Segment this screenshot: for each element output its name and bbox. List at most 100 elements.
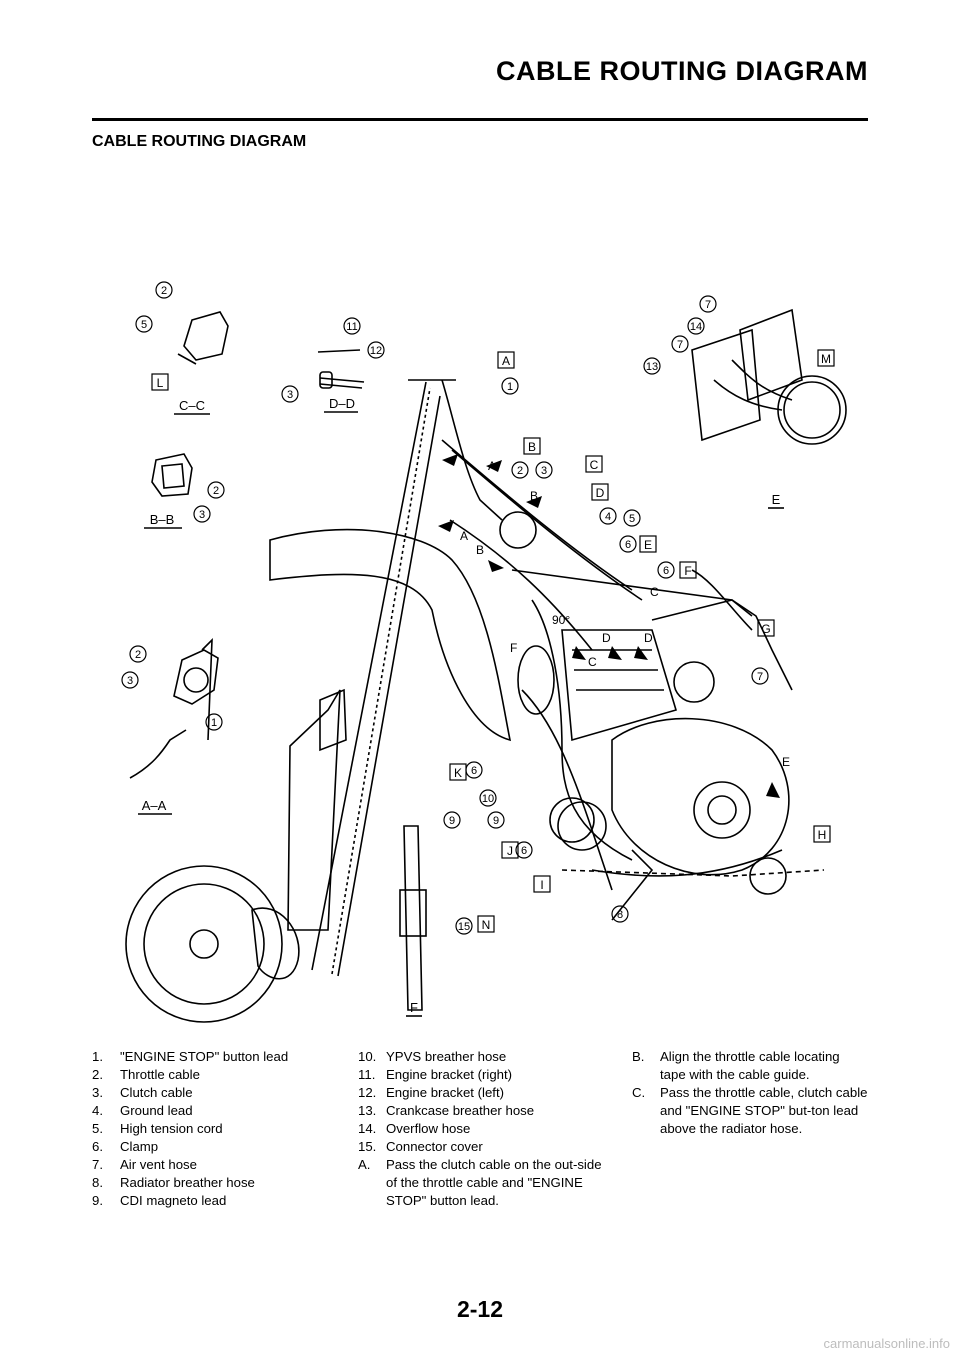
letter-label: N bbox=[482, 918, 491, 932]
letter-label: D bbox=[596, 486, 605, 500]
arrow-label: A bbox=[488, 459, 496, 473]
legend-item-number: 11. bbox=[358, 1067, 376, 1082]
arrow-label: B bbox=[476, 543, 484, 557]
svg-text:2: 2 bbox=[517, 465, 523, 477]
legend-item-text: Connector cover bbox=[386, 1139, 483, 1154]
svg-text:2: 2 bbox=[161, 285, 167, 297]
legend-item: 9.CDI magneto lead bbox=[92, 1192, 342, 1210]
letter-label: C bbox=[590, 458, 599, 472]
legend-item: 7. Air vent hose bbox=[92, 1156, 342, 1174]
svg-text:12: 12 bbox=[370, 345, 382, 357]
legend-item-number: A. bbox=[358, 1157, 371, 1172]
legend-item-number: 13. bbox=[358, 1103, 377, 1118]
svg-text:3: 3 bbox=[287, 389, 293, 401]
legend-item-number: 10. bbox=[358, 1049, 377, 1064]
legend-item-number: 9. bbox=[92, 1193, 103, 1208]
legend-item-number: 14. bbox=[358, 1121, 377, 1136]
svg-text:6: 6 bbox=[663, 565, 669, 577]
legend-item-text: Throttle cable bbox=[120, 1067, 200, 1082]
legend-item: 15. Connector cover bbox=[358, 1138, 606, 1156]
legend-item-number: C. bbox=[632, 1085, 646, 1100]
legend-item-number: 1. bbox=[92, 1049, 103, 1064]
legend-item-number: 12. bbox=[358, 1085, 377, 1100]
svg-text:6: 6 bbox=[471, 765, 477, 777]
legend-item-text: Engine bracket (left) bbox=[386, 1085, 505, 1100]
svg-text:5: 5 bbox=[629, 513, 635, 525]
legend-item-text: YPVS breather hose bbox=[386, 1049, 507, 1064]
legend-item-number: B. bbox=[632, 1049, 645, 1064]
letter-label: A bbox=[502, 354, 510, 368]
letter-label: K bbox=[454, 766, 462, 780]
legend-item-text: Engine bracket (right) bbox=[386, 1067, 513, 1082]
legend-item-number: 4. bbox=[92, 1103, 103, 1118]
svg-text:8: 8 bbox=[617, 909, 623, 921]
legend-item-text: Overflow hose bbox=[386, 1121, 471, 1136]
svg-text:13: 13 bbox=[646, 361, 658, 373]
throttle-housing-cc-shape bbox=[183, 311, 229, 361]
view-caption-aa: A–A bbox=[142, 798, 167, 813]
svg-text:2: 2 bbox=[135, 649, 141, 661]
legend-item-text: High tension cord bbox=[120, 1121, 223, 1136]
legend-item: 4. Ground lead bbox=[92, 1102, 342, 1120]
legend-item-text: Align the throttle cable locating tape w… bbox=[660, 1049, 840, 1082]
svg-text:7: 7 bbox=[677, 339, 683, 351]
arrow-label: E bbox=[782, 755, 790, 769]
letter-label: F bbox=[684, 564, 691, 578]
legend-item-number: 5. bbox=[92, 1121, 103, 1136]
svg-text:6: 6 bbox=[521, 845, 527, 857]
legend-item: A. Pass the clutch cable on the out-side … bbox=[358, 1156, 606, 1210]
page-number: 2-12 bbox=[456, 1296, 504, 1322]
letter-label: M bbox=[821, 352, 831, 366]
legend-item: 10. YPVS breather hose bbox=[358, 1048, 606, 1066]
letter-label: G bbox=[761, 622, 770, 636]
legend-item-text: Pass the throttle cable, clutch cable an… bbox=[660, 1085, 868, 1136]
legend-item-number: 7. bbox=[92, 1157, 103, 1172]
arrow-label: F bbox=[510, 641, 517, 655]
legend-item: 1. "ENGINE STOP" button lead bbox=[92, 1048, 342, 1066]
svg-text:9: 9 bbox=[493, 815, 499, 827]
letter-label: E bbox=[644, 538, 652, 552]
arrow-label: C bbox=[588, 655, 597, 669]
view-caption-cc: C–C bbox=[179, 398, 205, 413]
legend-item: 5. High tension cord bbox=[92, 1120, 342, 1138]
legend-column-3: B. Align the throttle cable locating tape… bbox=[632, 1048, 868, 1138]
svg-text:3: 3 bbox=[127, 675, 133, 687]
legend-column-1: 1. "ENGINE STOP" button lead 2. Throttle ca… bbox=[92, 1048, 342, 1210]
svg-text:11: 11 bbox=[346, 321, 357, 333]
arrow-label: A bbox=[460, 529, 468, 543]
arrow-label: C bbox=[650, 585, 659, 599]
view-caption-bb: B–B bbox=[150, 512, 175, 527]
section-title: CABLE ROUTING DIAGRAM bbox=[92, 133, 307, 150]
arrow-label: D bbox=[644, 631, 653, 645]
legend-item-text: Pass the clutch cable on the out-side of… bbox=[386, 1157, 602, 1208]
legend-item: B. Align the throttle cable locating tape… bbox=[632, 1048, 868, 1084]
arrow-label: D bbox=[602, 631, 611, 645]
svg-text:7: 7 bbox=[705, 299, 711, 311]
legend-item: 6.Clamp bbox=[92, 1138, 342, 1156]
legend-item-text: Clamp bbox=[120, 1139, 159, 1154]
legend-item: 3.Clutch cable bbox=[92, 1084, 342, 1102]
svg-text:5: 5 bbox=[141, 319, 147, 331]
svg-text:3: 3 bbox=[199, 509, 205, 521]
svg-text:6: 6 bbox=[625, 539, 631, 551]
legend-item: 8.Radiator breather hose bbox=[92, 1174, 342, 1192]
view-caption-e: E bbox=[772, 492, 781, 507]
legend-item-number: 15. bbox=[358, 1139, 377, 1154]
page-header-title: CABLE ROUTING DIAGRAM bbox=[496, 56, 868, 86]
legend-item: 2. Throttle cable bbox=[92, 1066, 342, 1084]
letter-label: H bbox=[818, 828, 827, 842]
svg-text:14: 14 bbox=[690, 321, 702, 333]
svg-text:1: 1 bbox=[211, 717, 217, 729]
letter-label: J bbox=[507, 844, 513, 858]
arrow-label: B bbox=[530, 489, 538, 503]
legend-item-text: Air vent hose bbox=[120, 1157, 197, 1172]
legend-item-text: "ENGINE STOP" button lead bbox=[120, 1049, 289, 1064]
legend-item: 13.Crankcase breather hose bbox=[358, 1102, 606, 1120]
legend-item-number: 2. bbox=[92, 1067, 103, 1082]
letter-label: L bbox=[157, 376, 164, 390]
svg-text:10: 10 bbox=[482, 793, 494, 805]
legend-column-2: 10. YPVS breather hose 11. Engine bracket (… bbox=[358, 1048, 606, 1210]
legend-item-text: Ground lead bbox=[120, 1103, 193, 1118]
svg-text:1: 1 bbox=[507, 381, 513, 393]
